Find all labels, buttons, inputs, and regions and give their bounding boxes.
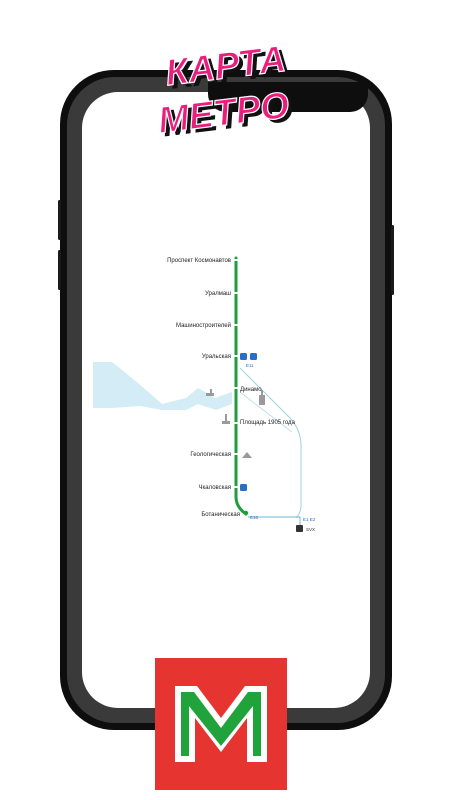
station-label[interactable]: Геологическая bbox=[190, 452, 231, 458]
museum-icon bbox=[242, 452, 252, 458]
station-marker-terminal[interactable] bbox=[243, 510, 249, 516]
station-marker[interactable] bbox=[233, 292, 239, 294]
station-label[interactable]: Динамо bbox=[240, 387, 262, 393]
transfer-code: Е11 bbox=[246, 363, 254, 368]
station-marker[interactable] bbox=[233, 259, 239, 261]
app-logo-letter bbox=[181, 692, 261, 756]
volume-down-button bbox=[58, 250, 61, 290]
monument-icon bbox=[222, 414, 230, 424]
station-label[interactable]: Проспект Космонавтов bbox=[167, 258, 231, 264]
station-marker[interactable] bbox=[233, 355, 239, 357]
tower-icon bbox=[259, 390, 265, 405]
app-logo bbox=[155, 658, 287, 790]
airplane-icon bbox=[296, 525, 303, 532]
suburban-rail-line-2 bbox=[239, 391, 293, 433]
station-label[interactable]: Машиностроителей bbox=[176, 322, 231, 329]
transfer-code: Е16 bbox=[250, 515, 259, 520]
volume-up-button bbox=[58, 200, 61, 240]
airport-code: SVX bbox=[306, 527, 315, 532]
power-button bbox=[391, 225, 394, 295]
station-marker[interactable] bbox=[233, 324, 239, 326]
promo-headline: КАРТА КАРТА МЕТРО МЕТРО bbox=[145, 30, 305, 145]
station-marker[interactable] bbox=[233, 453, 239, 455]
station-label[interactable]: Чкаловская bbox=[199, 485, 231, 491]
station-label[interactable]: Уральская bbox=[202, 354, 231, 360]
station-label[interactable]: Площадь 1905 года bbox=[240, 420, 296, 426]
train-icon bbox=[240, 353, 247, 360]
station-marker[interactable] bbox=[233, 387, 239, 389]
stadium-icon bbox=[206, 389, 214, 396]
airport-rail-line bbox=[248, 516, 301, 527]
station-marker[interactable] bbox=[233, 486, 239, 488]
phone-notch bbox=[208, 82, 368, 112]
transfer-code: Е1 Е2 bbox=[303, 517, 316, 522]
river bbox=[93, 362, 232, 410]
station-label[interactable]: Уралмаш bbox=[205, 291, 231, 297]
train-icon bbox=[240, 484, 247, 491]
metro-line-1 bbox=[234, 256, 248, 516]
promo-title-line1: КАРТА bbox=[163, 38, 288, 93]
station-marker[interactable] bbox=[233, 422, 239, 424]
train-icon bbox=[250, 353, 257, 360]
suburban-rail-line bbox=[239, 367, 302, 519]
station-label[interactable]: Ботаническая bbox=[201, 512, 240, 518]
